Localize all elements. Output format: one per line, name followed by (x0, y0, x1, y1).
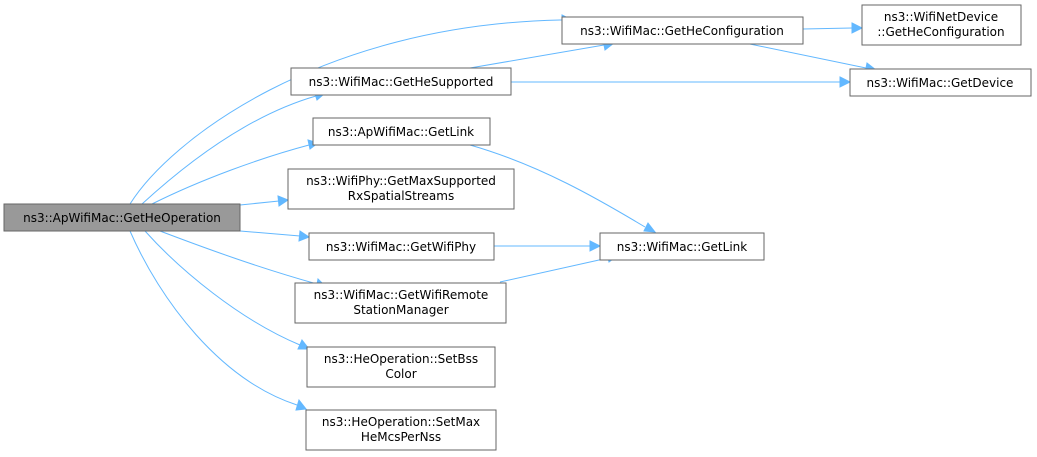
node-wifi-net-device-get-he-configuration[interactable]: ns3::WifiNetDevice ::GetHeConfiguration (861, 4, 1022, 46)
edge-get-wifi-phy-to-mac-get-link (494, 240, 602, 252)
node-label: ns3::ApWifiMac::GetLink (328, 125, 474, 139)
node-wifi-mac-get-he-supported[interactable]: ns3::WifiMac::GetHeSupported (290, 67, 512, 96)
node-label: ns3::WifiMac::GetHeConfiguration (580, 24, 784, 38)
node-ap-wifi-mac-get-link[interactable]: ns3::ApWifiMac::GetLink (312, 117, 491, 146)
node-label: ns3::WifiMac::GetLink (617, 240, 747, 254)
node-label: ns3::WifiMac::GetDevice (867, 76, 1014, 90)
edge-ap-get-link-to-mac-get-link (469, 144, 657, 233)
edge-root-to-get-max-supported-rx (239, 195, 290, 207)
edge-root-to-set-bss-color (144, 230, 311, 350)
node-label-line-1: ns3::WifiMac::GetWifiRemote (314, 288, 489, 302)
edge-root-to-set-max-he-mcs (129, 230, 307, 411)
node-ap-wifi-mac-get-he-operation[interactable]: ns3::ApWifiMac::GetHeOperation (3, 203, 241, 232)
node-label-line-2: HeMcsPerNss (361, 430, 441, 444)
edge-get-wifi-remote-to-mac-get-link (499, 252, 619, 283)
node-wifi-mac-get-link[interactable]: ns3::WifiMac::GetLink (599, 232, 765, 261)
node-label-line-2: Color (385, 367, 416, 381)
node-wifi-mac-get-wifi-remote-station-manager[interactable]: ns3::WifiMac::GetWifiRemote StationManag… (294, 282, 507, 324)
node-label-line-1: ns3::WifiPhy::GetMaxSupported (306, 174, 496, 188)
node-label-line-2: ::GetHeConfiguration (877, 25, 1004, 39)
edge-get-he-supported-to-get-device (511, 76, 852, 88)
node-label: ns3::ApWifiMac::GetHeOperation (23, 211, 221, 225)
node-wifi-mac-get-wifi-phy[interactable]: ns3::WifiMac::GetWifiPhy (308, 232, 495, 261)
edge-get-he-configuration-to-net-device (802, 22, 864, 34)
edge-root-to-get-wifi-phy (239, 230, 311, 242)
node-label-line-1: ns3::HeOperation::SetMax (322, 415, 480, 429)
node-label-line-1: ns3::WifiNetDevice (884, 10, 998, 24)
node-wifi-phy-get-max-supported-rx-spatial-streams[interactable]: ns3::WifiPhy::GetMaxSupported RxSpatialS… (287, 168, 515, 210)
node-he-operation-set-max-he-mcs-per-nss[interactable]: ns3::HeOperation::SetMax HeMcsPerNss (305, 409, 497, 451)
node-label-line-2: RxSpatialStreams (348, 189, 454, 203)
node-label-line-1: ns3::HeOperation::SetBss (324, 352, 478, 366)
node-wifi-mac-get-device[interactable]: ns3::WifiMac::GetDevice (849, 68, 1032, 97)
node-label-line-2: StationManager (353, 303, 448, 317)
node-label: ns3::WifiMac::GetWifiPhy (326, 240, 476, 254)
node-label: ns3::WifiMac::GetHeSupported (309, 75, 494, 89)
node-he-operation-set-bss-color[interactable]: ns3::HeOperation::SetBss Color (306, 346, 496, 388)
node-wifi-mac-get-he-configuration[interactable]: ns3::WifiMac::GetHeConfiguration (561, 16, 804, 45)
